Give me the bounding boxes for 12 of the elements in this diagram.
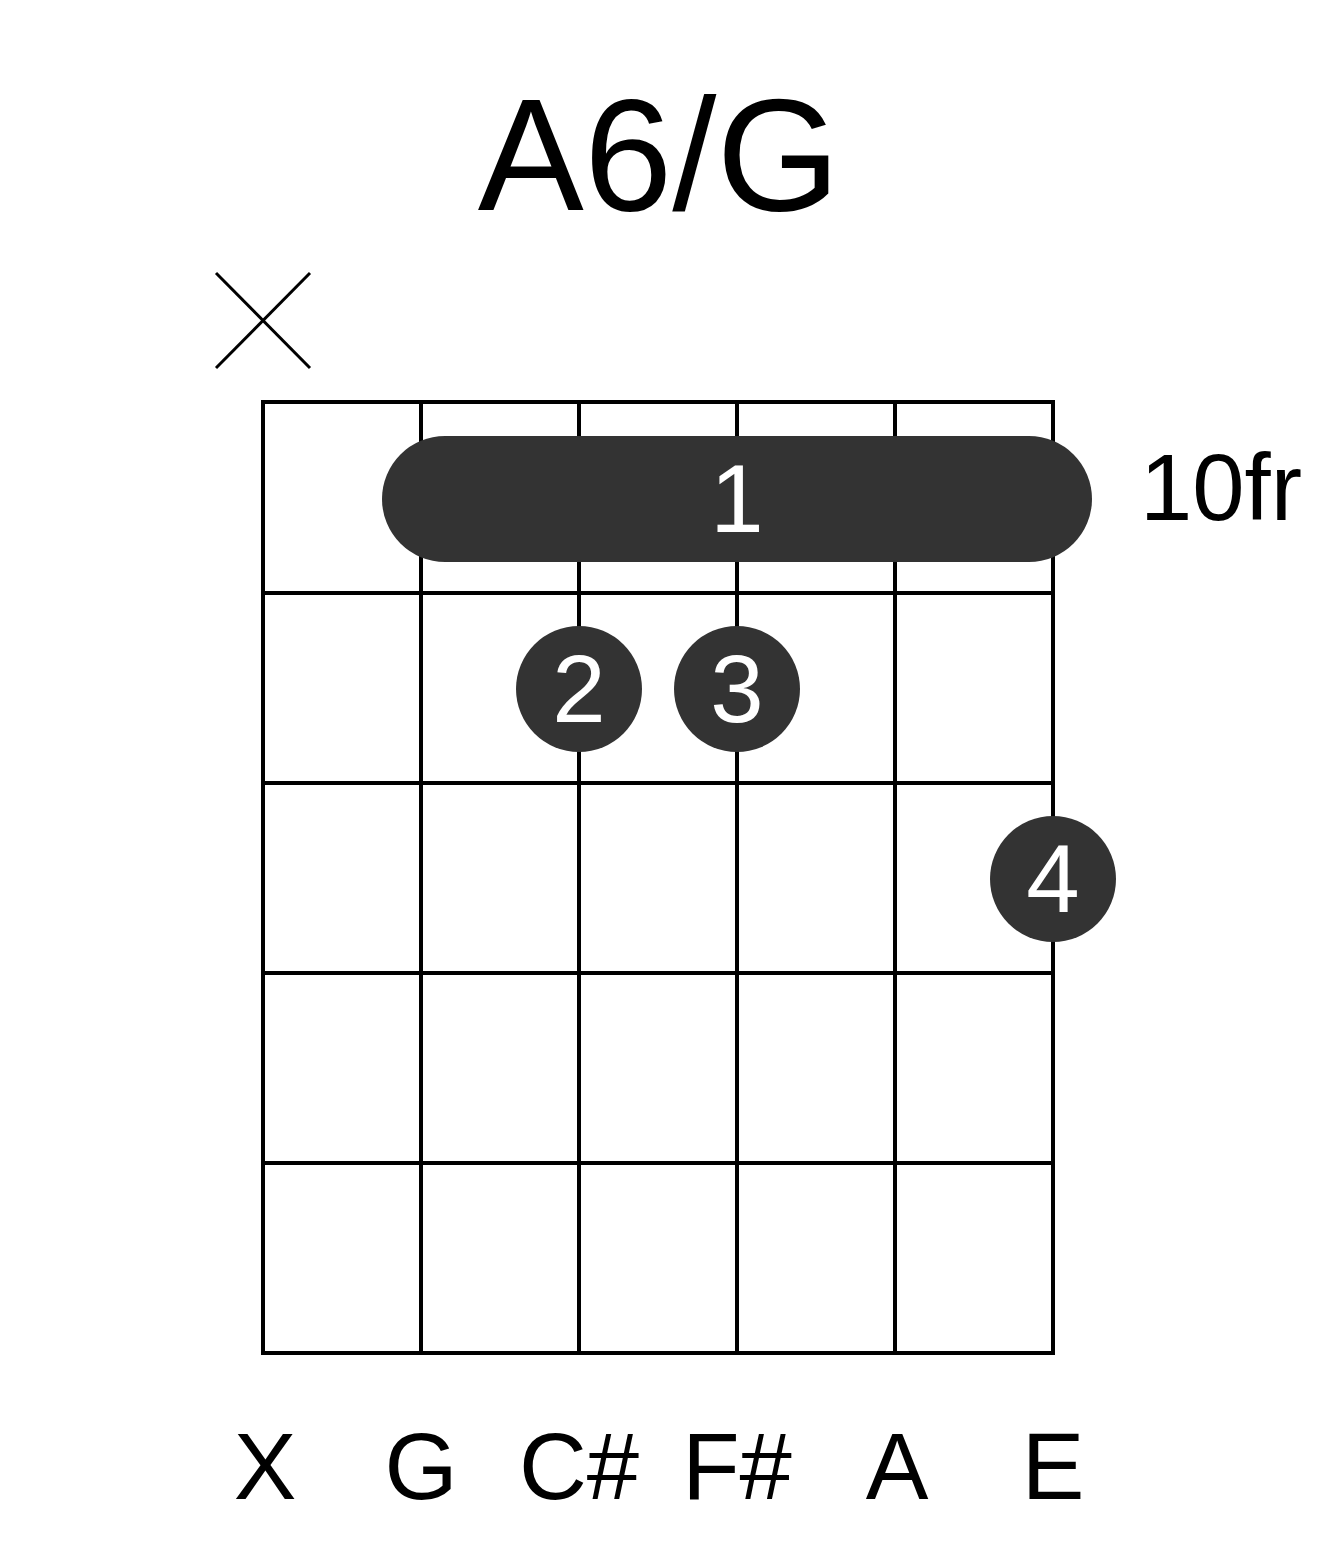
finger-number: 1 (710, 451, 764, 547)
chord-title: A6/G (477, 76, 841, 235)
fret-position-label: 10fr (1140, 441, 1302, 535)
string-note-label: E (1021, 1420, 1085, 1514)
string-note-label: X (233, 1420, 297, 1514)
string-note-label: C# (518, 1420, 640, 1514)
string-note-label: F# (682, 1420, 792, 1514)
finger-number: 4 (1026, 831, 1080, 927)
finger-number: 3 (710, 641, 764, 737)
string-note-label: G (384, 1420, 458, 1514)
finger-number: 2 (552, 641, 606, 737)
string-note-label: A (865, 1420, 929, 1514)
